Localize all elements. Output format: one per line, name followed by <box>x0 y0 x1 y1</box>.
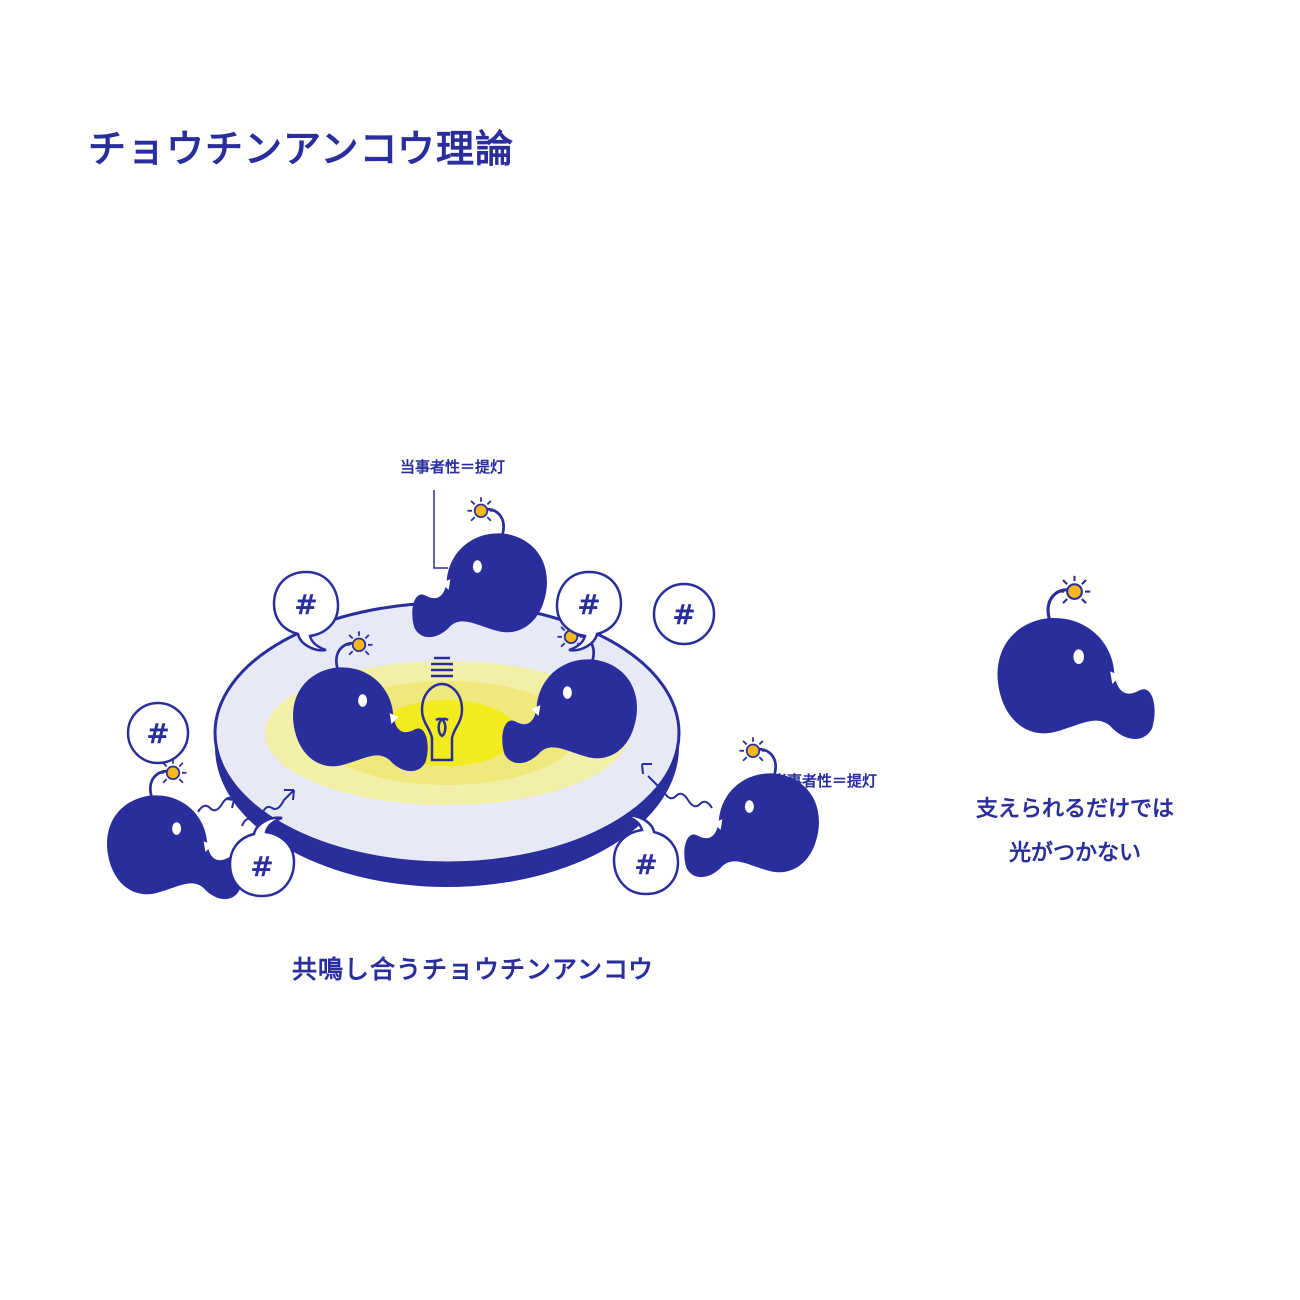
svg-text:#: # <box>146 717 169 750</box>
light-bulb-icon <box>420 656 464 762</box>
hashtag-bubble-icon: # <box>555 570 623 652</box>
caption-side-line-1: 支えられるだけでは <box>975 797 1174 822</box>
caption-side-line-2: 光がつかない <box>1008 841 1141 866</box>
hashtag-bubble-icon: # <box>612 814 680 896</box>
svg-text:#: # <box>577 588 600 621</box>
hashtag-bubble-icon: # <box>228 816 296 898</box>
svg-text:#: # <box>250 850 273 883</box>
lantern-label-top: 当事者性＝提灯 <box>400 458 506 476</box>
page-title: チョウチンアンコウ理論 <box>88 127 514 171</box>
lantern-label-right: 当事者性＝提灯 <box>772 772 878 790</box>
caption-supported-only: 支えられるだけでは 光がつかない <box>955 788 1195 876</box>
svg-text:#: # <box>672 598 695 631</box>
anglerfish-icon <box>105 757 244 901</box>
svg-text:#: # <box>634 848 657 881</box>
anglerfish-icon <box>995 574 1157 741</box>
anglerfish-icon <box>682 735 821 879</box>
hashtag-bubble-icon: # <box>126 701 190 765</box>
wavy-arrow-icon <box>197 763 713 827</box>
label-leader-line <box>433 490 448 569</box>
anglerfish-icon <box>410 495 549 639</box>
svg-text:#: # <box>294 588 317 621</box>
caption-resonating: 共鳴し合うチョウチンアンコウ <box>292 955 655 984</box>
hashtag-bubble-icon: # <box>272 570 340 652</box>
hashtag-bubble-icon: # <box>652 582 716 646</box>
